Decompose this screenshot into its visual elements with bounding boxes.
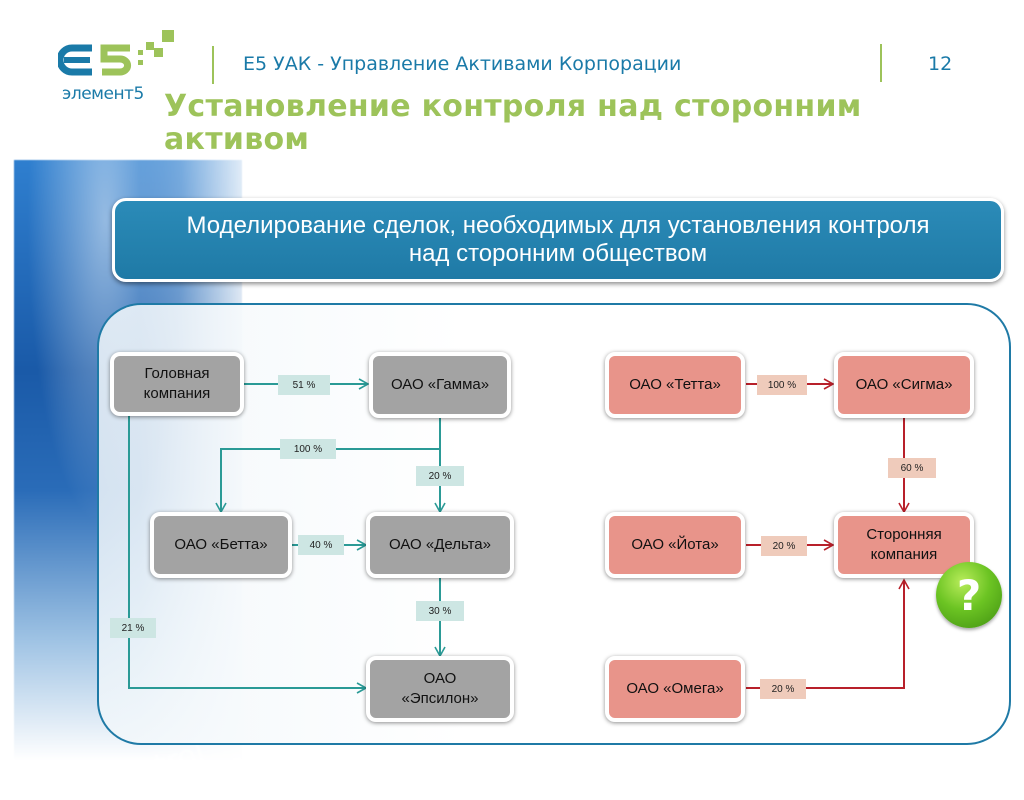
slide-title: Установление контроля над сторонним акти… [164, 89, 862, 157]
header-divider [880, 44, 882, 82]
question-icon[interactable]: ? [936, 562, 1002, 628]
node-head-company: Головная компания [110, 352, 244, 416]
pct-gamma-delta: 20 % [416, 466, 464, 486]
page-number: 12 [928, 53, 953, 75]
node-sigma: ОАО «Сигма» [834, 352, 974, 418]
node-epsilon: ОАО «Эпсилон» [366, 656, 514, 722]
pct-tetta-sigma: 100 % [757, 375, 807, 395]
logo-caption: элемент5 [62, 84, 144, 104]
edge-gamma-betta [215, 418, 441, 514]
node-iota: ОАО «Йота» [605, 512, 745, 578]
header-title: E5 УАК - Управление Активами Корпорации [243, 53, 682, 75]
pct-delta-epsilon: 30 % [416, 601, 464, 621]
node-gamma: ОАО «Гамма» [369, 352, 511, 418]
edge-omega-target [746, 578, 910, 689]
pct-head-gamma: 51 % [278, 375, 330, 395]
node-betta: ОАО «Бетта» [150, 512, 292, 578]
pct-iota-target: 20 % [761, 536, 807, 556]
pct-gamma-betta: 100 % [280, 439, 336, 459]
banner-text: Моделирование сделок, необходимых для ус… [186, 212, 930, 267]
subtitle-banner: Моделирование сделок, необходимых для ус… [112, 198, 1004, 282]
element5-logo [58, 30, 174, 76]
node-tetta: ОАО «Тетта» [605, 352, 745, 418]
pct-betta-delta: 40 % [298, 535, 344, 555]
edge-head-epsilon [128, 416, 368, 694]
pct-omega-target: 20 % [760, 679, 806, 699]
node-omega: ОАО «Омега» [605, 656, 745, 722]
pct-head-epsilon: 21 % [110, 618, 156, 638]
header-divider [212, 46, 214, 84]
pct-sigma-target: 60 % [888, 458, 936, 478]
node-delta: ОАО «Дельта» [366, 512, 514, 578]
